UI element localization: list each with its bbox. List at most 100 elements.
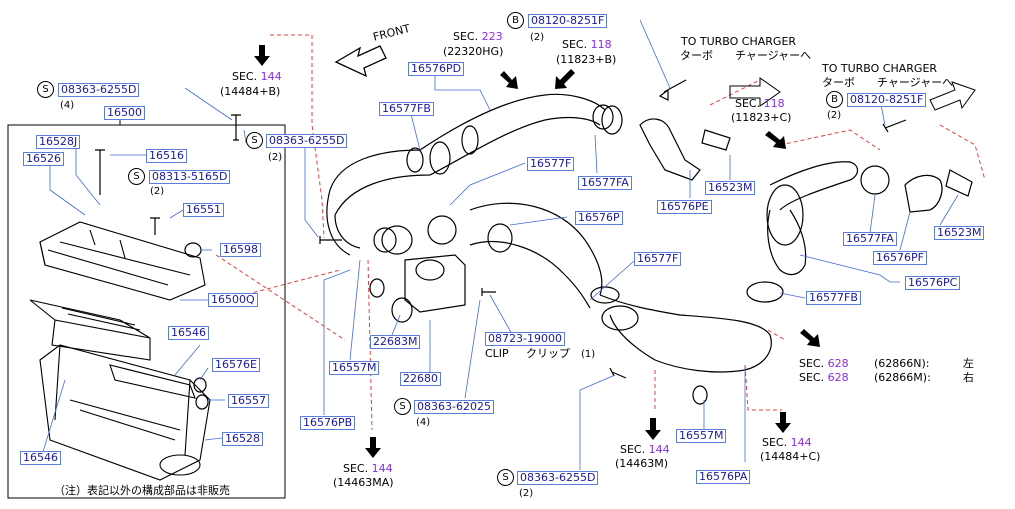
- sec-number: 118: [763, 97, 785, 110]
- part-16523m[interactable]: 16523M: [934, 226, 985, 240]
- part-08363-6255d[interactable]: 08363-6255D: [517, 471, 599, 485]
- part-16526[interactable]: 16526: [23, 152, 64, 166]
- section-ref-144[interactable]: SEC. 144: [232, 71, 282, 83]
- part-22680[interactable]: 22680: [400, 372, 441, 386]
- sec-number: 223: [481, 30, 503, 43]
- part-16557[interactable]: 16557: [228, 394, 269, 408]
- intake-pipes: [95, 79, 973, 410]
- fastener-qty: (2): [268, 152, 283, 163]
- sec-number: 144: [371, 462, 393, 475]
- part-16546[interactable]: 16546: [20, 451, 61, 465]
- circle-b-icon: B: [826, 91, 843, 108]
- section-ref-628[interactable]: SEC. 628: [799, 358, 849, 370]
- leader-lines: [41, 19, 959, 470]
- front-arrow: [334, 45, 387, 78]
- air-cleaner-box-frame: [7, 124, 286, 499]
- section-ref-code: (11823+B): [556, 53, 617, 66]
- fastener-qty: (4): [60, 100, 75, 111]
- part-08120-8251f[interactable]: 08120-8251F: [847, 93, 927, 107]
- part-22683m[interactable]: 22683M: [370, 335, 421, 349]
- part-16576pd[interactable]: 16576PD: [408, 62, 465, 76]
- dashed-lines: [215, 34, 986, 431]
- part-08363-62025[interactable]: 08363-62025: [414, 400, 494, 414]
- sec-number: 144: [790, 436, 812, 449]
- circle-s-icon: S: [246, 132, 263, 149]
- part-16528[interactable]: 16528: [222, 432, 263, 446]
- part-16576pf[interactable]: 16576PF: [873, 251, 927, 265]
- part-16576pe[interactable]: 16576PE: [657, 200, 712, 214]
- part-16551[interactable]: 16551: [183, 203, 224, 217]
- fastener-qty: (4): [416, 417, 431, 428]
- circle-b-icon: B: [507, 12, 524, 29]
- part-16576pa[interactable]: 16576PA: [696, 470, 751, 484]
- part-08363-6255d[interactable]: 08363-6255D: [58, 83, 140, 97]
- section-ref-code: (11823+C): [731, 111, 792, 124]
- clip-qty: (1): [581, 349, 596, 360]
- sec-prefix: SEC.: [799, 371, 825, 384]
- part-16577fa[interactable]: 16577FA: [578, 176, 632, 190]
- part-16576pc[interactable]: 16576PC: [905, 276, 961, 290]
- part-16577fb[interactable]: 16577FB: [806, 291, 861, 305]
- section-ref-118[interactable]: SEC. 118: [735, 98, 785, 110]
- turbo-jp-label: ターボ チャージャーへ: [680, 49, 812, 62]
- section-ref-jp: 左: [963, 357, 974, 370]
- fastener-qty: (2): [150, 186, 165, 197]
- section-ref-144[interactable]: SEC. 144: [762, 437, 812, 449]
- section-ref-628[interactable]: SEC. 628: [799, 372, 849, 384]
- part-16577f[interactable]: 16577F: [634, 252, 682, 266]
- sec-prefix: SEC.: [232, 70, 258, 83]
- section-ref-118[interactable]: SEC. 118: [562, 39, 612, 51]
- sec-prefix: SEC.: [735, 97, 761, 110]
- turbo-label: TO TURBO CHARGER: [822, 62, 938, 75]
- circle-s-icon: S: [497, 469, 514, 486]
- part-16598[interactable]: 16598: [220, 243, 261, 257]
- section-ref-code: (14484+B): [220, 85, 281, 98]
- part-16500[interactable]: 16500: [104, 106, 145, 120]
- turbo-arrows: [729, 77, 976, 111]
- part-16577f[interactable]: 16577F: [527, 157, 575, 171]
- part-16500q[interactable]: 16500Q: [208, 293, 258, 307]
- sec-prefix: SEC.: [620, 443, 646, 456]
- clip-label: CLIP: [485, 347, 509, 360]
- section-ref-code: (62866M):: [874, 371, 931, 384]
- section-ref-144[interactable]: SEC. 144: [343, 463, 393, 475]
- part-16528j[interactable]: 16528J: [36, 135, 81, 149]
- part-16516[interactable]: 16516: [146, 149, 187, 163]
- sec-prefix: SEC.: [453, 30, 479, 43]
- section-ref-223[interactable]: SEC. 223: [453, 31, 503, 43]
- part-08723-19000[interactable]: 08723-19000: [485, 332, 565, 346]
- section-ref-code: (14463M): [615, 457, 669, 470]
- part-16523m[interactable]: 16523M: [705, 181, 756, 195]
- part-16576e[interactable]: 16576E: [212, 358, 260, 372]
- section-ref-jp: 右: [963, 371, 974, 384]
- circle-s-icon: S: [128, 168, 145, 185]
- sec-number: 118: [590, 38, 612, 51]
- section-ref-code: (14463MA): [333, 476, 394, 489]
- clip-jp-label: クリップ: [526, 347, 570, 360]
- fastener-qty: (2): [519, 488, 534, 499]
- part-16557m[interactable]: 16557M: [676, 429, 727, 443]
- part-08363-6255d[interactable]: 08363-6255D: [266, 134, 348, 148]
- part-16557m[interactable]: 16557M: [329, 361, 380, 375]
- part-16546[interactable]: 16546: [168, 326, 209, 340]
- part-16576p[interactable]: 16576P: [575, 211, 623, 225]
- part-16576pb[interactable]: 16576PB: [300, 416, 356, 430]
- fastener-qty: (2): [530, 32, 545, 43]
- part-16577fa[interactable]: 16577FA: [843, 232, 897, 246]
- circle-s-icon: S: [394, 398, 411, 415]
- section-ref-code: (62866N):: [874, 357, 930, 370]
- sec-number: 144: [260, 70, 282, 83]
- footnote-jp: （注）表記以外の構成部品は非販売: [54, 484, 230, 497]
- air-cleaner-housing: [29, 221, 211, 481]
- turbo-label: TO TURBO CHARGER: [681, 35, 797, 48]
- part-16577fb[interactable]: 16577FB: [379, 102, 434, 116]
- section-ref-144[interactable]: SEC. 144: [620, 444, 670, 456]
- sec-number: 628: [827, 357, 849, 370]
- part-08313-5165d[interactable]: 08313-5165D: [149, 170, 231, 184]
- part-08120-8251f[interactable]: 08120-8251F: [528, 14, 608, 28]
- sec-prefix: SEC.: [343, 462, 369, 475]
- sec-number: 628: [827, 371, 849, 384]
- sec-prefix: SEC.: [799, 357, 825, 370]
